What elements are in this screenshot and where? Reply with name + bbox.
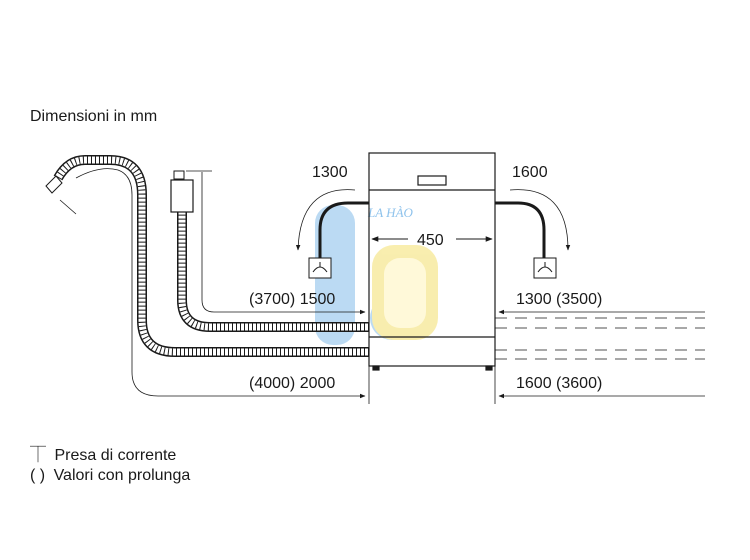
socket-icon-left	[308, 257, 332, 279]
legend-socket-item: ⏉ Presa di corrente	[30, 447, 176, 465]
watermark-text: LA HÀO	[367, 205, 414, 220]
inlet-right-label: 1300 (3500)	[516, 291, 602, 308]
drain-length-leader	[59, 168, 366, 399]
power-cable-left	[295, 189, 369, 258]
socket-icon-right	[533, 257, 557, 279]
legend-socket-label: Presa di corrente	[54, 447, 177, 464]
watermark-logo	[315, 205, 438, 345]
legend-paren-label: Valori con prolunga	[53, 467, 191, 484]
top-left-label: 1300	[312, 164, 348, 181]
inlet-length-leader	[186, 170, 366, 315]
right-extension-lines	[368, 309, 705, 404]
width-label: 450	[417, 232, 444, 249]
paren-symbol: ( )	[30, 467, 46, 484]
top-right-label: 1600	[512, 164, 548, 181]
diagram-title: Dimensioni in mm	[30, 108, 158, 125]
inlet-hose	[170, 170, 369, 332]
drain-right-label: 1600 (3600)	[516, 375, 602, 392]
drain-hose	[45, 155, 369, 357]
dishwasher-body	[368, 152, 496, 371]
drain-left-label: (4000) 2000	[249, 375, 335, 392]
socket-symbol-icon: ⏉	[30, 447, 47, 464]
legend-paren-item: ( ) Valori con prolunga	[30, 467, 190, 485]
inlet-left-label: (3700) 1500	[249, 291, 335, 308]
power-cable-right	[495, 189, 571, 258]
